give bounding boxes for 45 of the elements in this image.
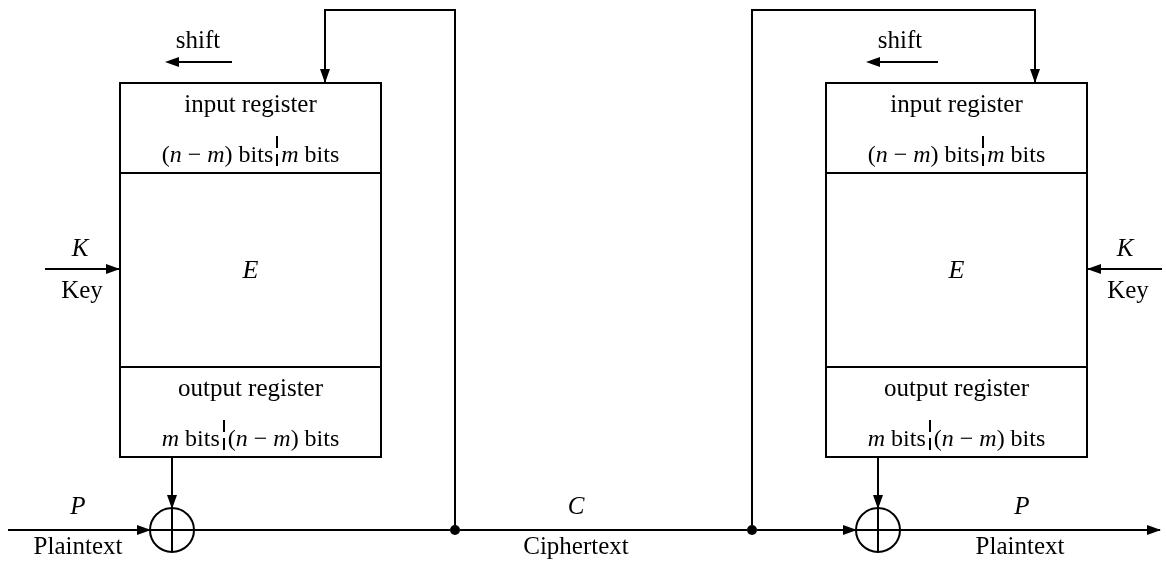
arrow: [7, 525, 151, 535]
junction-dot: [450, 525, 460, 535]
ciphertext-symbol: C: [567, 492, 585, 520]
bit-width-label: m bits: [987, 141, 1046, 168]
bit-width-label: m bits: [161, 425, 220, 452]
arrow: [1087, 264, 1163, 274]
arrow: [44, 264, 120, 274]
encryption-box: [825, 172, 1088, 368]
arrow: [751, 9, 1040, 526]
arrow: [873, 457, 883, 509]
bit-width-label: (n − m) bits: [161, 141, 274, 168]
function-label: E: [947, 255, 966, 285]
plaintext-symbol: P: [1014, 492, 1030, 520]
xor-symbol: [855, 507, 901, 553]
connector-line: [459, 529, 748, 531]
bit-width-label: m bits: [281, 141, 340, 168]
bit-width-label: m bits: [867, 425, 926, 452]
junction-dot: [747, 525, 757, 535]
arrow: [756, 525, 857, 535]
register-title: output register: [176, 374, 325, 402]
key-symbol: K: [71, 234, 89, 262]
xor-symbol: [149, 507, 195, 553]
arrow: [320, 9, 456, 526]
ciphertext-label: Ciphertext: [523, 532, 629, 560]
key-label: Key: [61, 276, 103, 304]
register-title: output register: [882, 374, 1031, 402]
plaintext-label: Plaintext: [33, 532, 123, 560]
encryption-box: [119, 172, 382, 368]
function-label: E: [241, 255, 260, 285]
bit-width-label: (n − m) bits: [227, 425, 340, 452]
shift-label: shift: [175, 26, 221, 54]
register-box: [825, 366, 1088, 458]
register-title: input register: [889, 90, 1024, 118]
arrow: [167, 457, 177, 509]
register-box: [825, 82, 1088, 174]
bit-width-label: (n − m) bits: [867, 141, 980, 168]
register-title: input register: [183, 90, 318, 118]
register-box: [119, 366, 382, 458]
register-box: [119, 82, 382, 174]
plaintext-symbol: P: [70, 492, 86, 520]
shift-label: shift: [877, 26, 923, 54]
plaintext-label: Plaintext: [975, 532, 1065, 560]
key-label: Key: [1107, 276, 1149, 304]
bit-width-label: (n − m) bits: [933, 425, 1046, 452]
key-symbol: K: [1116, 234, 1134, 262]
